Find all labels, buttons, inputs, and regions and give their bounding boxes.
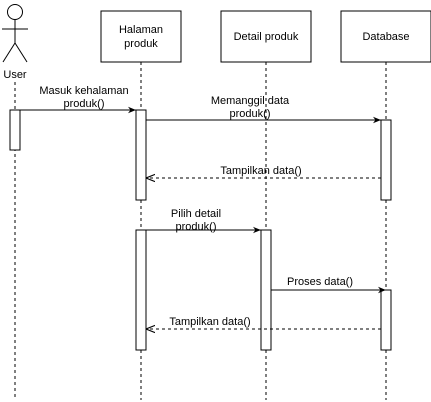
- message-label: Memanggil data: [211, 95, 290, 107]
- user-actor: User: [2, 4, 28, 81]
- message-label: produk(): [176, 221, 217, 233]
- message-label: Pilih detail: [171, 208, 221, 220]
- message-tampilkan-data-2: Tampilkan data(): [146, 316, 381, 329]
- message-label: produk(): [230, 108, 271, 120]
- participant-label: Halaman: [119, 24, 163, 36]
- message-label: Tampilkan data(): [220, 165, 301, 177]
- actor-stick-figure-icon: [2, 4, 28, 63]
- message-label: Tampilkan data(): [169, 316, 250, 328]
- message-proses-data: Proses data(): [271, 276, 386, 294]
- participant-label: Database: [362, 31, 409, 43]
- message-label: produk(): [64, 98, 105, 110]
- activation-detail: [260, 229, 272, 351]
- message-masuk-kehalaman-produk: Masuk kehalaman produk(): [20, 85, 136, 114]
- message-label: Proses data(): [287, 276, 353, 288]
- participant-label: Detail produk: [234, 31, 299, 43]
- message-label: Masuk kehalaman: [39, 85, 128, 97]
- activation-user: [9, 109, 21, 151]
- participant-detail-produk: Detail produk: [220, 10, 312, 63]
- message-memanggil-data-produk: Memanggil data produk(): [146, 95, 381, 124]
- activation-halaman-2: [135, 229, 147, 351]
- message-pilih-detail-produk: Pilih detail produk(): [146, 208, 261, 234]
- activation-database-1: [380, 119, 392, 201]
- activation-database-2: [380, 289, 392, 351]
- participant-halaman-produk: Halaman produk: [100, 10, 182, 63]
- actor-label: User: [3, 69, 27, 81]
- participant-database: Database: [340, 10, 431, 63]
- activation-halaman-1: [135, 109, 147, 201]
- participant-label: produk: [124, 38, 158, 50]
- message-tampilkan-data-1: Tampilkan data(): [146, 165, 381, 178]
